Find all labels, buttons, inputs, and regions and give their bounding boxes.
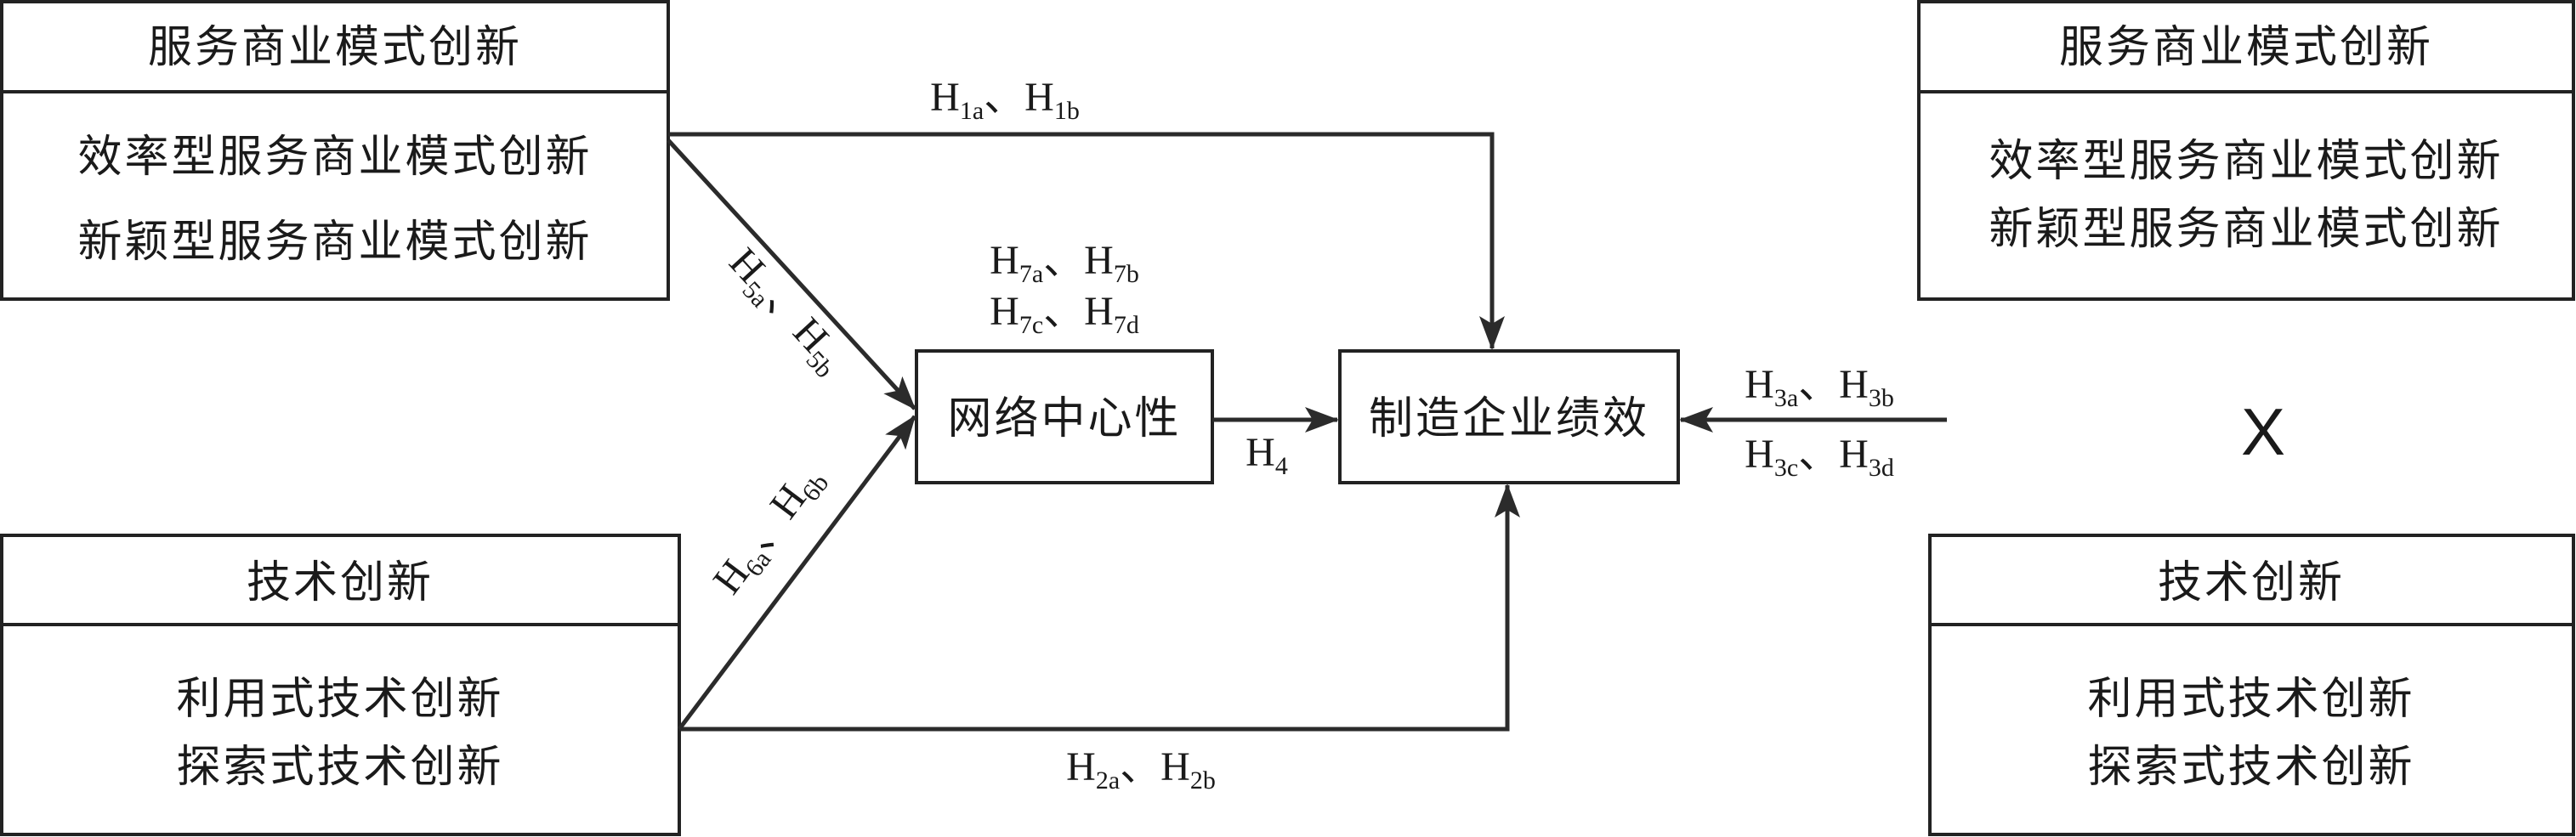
arrow-tech-to-network [678, 415, 916, 731]
arrow-service-to-performance [668, 132, 1505, 350]
hypothesis-label-h1: H1a、H1b [930, 75, 1080, 125]
network-centrality-label: 网络中心性 [947, 393, 1181, 444]
firm-performance-box: 制造企业绩效 [1338, 349, 1680, 484]
efficiency-service-innovation-left: 效率型服务商业模式创新 [77, 132, 592, 183]
novelty-service-innovation-left: 新颖型服务商业模式创新 [77, 217, 592, 268]
efficiency-service-innovation-right: 效率型服务商业模式创新 [1989, 136, 2503, 187]
tech-innovation-box-right: 技术创新 利用式技术创新 探索式技术创新 [1928, 534, 2575, 836]
exploitative-tech-innovation-left: 利用式技术创新 [176, 674, 503, 725]
service-innovation-title-left: 服务商业模式创新 [148, 22, 522, 73]
exploratory-tech-innovation-right: 探索式技术创新 [2087, 742, 2414, 793]
firm-performance-label: 制造企业绩效 [1369, 393, 1649, 444]
novelty-service-innovation-right: 新颖型服务商业模式创新 [1989, 204, 2503, 255]
service-innovation-box-right: 服务商业模式创新 效率型服务商业模式创新 新颖型服务商业模式创新 [1917, 0, 2575, 301]
tech-innovation-title-right: 技术创新 [2158, 557, 2345, 608]
hypothesis-label-h7-top: H7a、H7b [990, 238, 1139, 288]
hypothesis-label-h6: H6a、H6b [705, 456, 835, 606]
arrow-service-to-network [667, 139, 916, 410]
hypothesis-label-h3-bottom: H3c、H3d [1745, 432, 1894, 482]
hypothesis-label-h2: H2a、H2b [1066, 744, 1216, 795]
hypothesis-label-h5: H5a、H5b [717, 240, 854, 383]
exploratory-tech-innovation-left: 探索式技术创新 [176, 742, 503, 793]
service-innovation-box-left: 服务商业模式创新 效率型服务商业模式创新 新颖型服务商业模式创新 [0, 0, 670, 301]
network-centrality-box: 网络中心性 [915, 349, 1214, 484]
hypothesis-label-h4: H4 [1245, 430, 1288, 480]
hypothesis-label-h7-bottom: H7c、H7d [990, 289, 1139, 339]
exploitative-tech-innovation-right: 利用式技术创新 [2087, 674, 2414, 725]
service-innovation-title-right: 服务商业模式创新 [2059, 22, 2433, 73]
arrow-tech-to-performance [679, 484, 1520, 732]
hypothesis-label-h3-top: H3a、H3b [1745, 362, 1894, 412]
interaction-symbol: X [2241, 394, 2285, 469]
tech-innovation-title-left: 技术创新 [247, 557, 434, 608]
tech-innovation-box-left: 技术创新 利用式技术创新 探索式技术创新 [0, 534, 681, 836]
